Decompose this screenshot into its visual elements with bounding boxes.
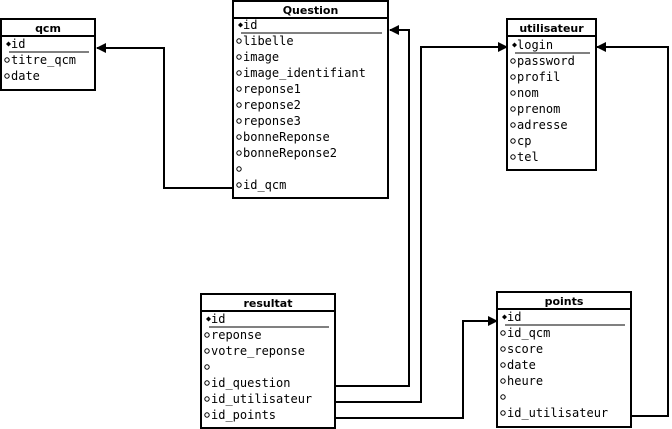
primary-key-icon <box>206 316 211 322</box>
field-bullet-icon <box>500 410 506 416</box>
question-field-reponse2: reponse2 <box>243 98 301 112</box>
field-bullet-icon <box>510 122 516 128</box>
relation-resultat-utilisateur <box>336 42 508 403</box>
points-field-id: id <box>507 310 521 324</box>
question-field-bonnereponse: bonneReponse <box>243 130 330 144</box>
field-bullet-icon <box>236 86 242 92</box>
utilisateur-field-password: password <box>517 54 575 68</box>
points-field-score: score <box>507 342 543 356</box>
field-bullet-icon <box>236 102 242 108</box>
utilisateur-table-title: utilisateur <box>519 22 584 35</box>
field-bullet-icon <box>236 150 242 156</box>
points-field-heure: heure <box>507 374 543 388</box>
resultat-field-votre-reponse: votre_reponse <box>211 344 305 358</box>
field-bullet-icon <box>500 394 506 400</box>
question-field-libelle: libelle <box>243 34 294 48</box>
relation-points-utilisateur <box>596 42 669 417</box>
field-bullet-icon <box>236 182 242 188</box>
field-bullet-icon <box>4 57 10 63</box>
field-bullet-icon <box>500 362 506 368</box>
field-bullet-icon <box>204 412 210 418</box>
primary-key-icon <box>502 314 507 320</box>
points-table-title: points <box>545 295 584 308</box>
utilisateur-field-profil: profil <box>517 70 560 84</box>
field-bullet-icon <box>510 74 516 80</box>
table-resultat: resultat id reponse votre_reponse id_questio… <box>200 293 336 429</box>
points-field-date: date <box>507 358 536 372</box>
resultat-field-reponse: reponse <box>211 328 262 342</box>
resultat-table-box <box>200 293 336 429</box>
primary-key-icon <box>512 42 517 48</box>
field-bullet-icon <box>510 154 516 160</box>
relation-question-qcm <box>96 43 233 189</box>
points-table-box <box>496 291 632 428</box>
field-bullet-icon <box>500 330 506 336</box>
field-bullet-icon <box>204 348 210 354</box>
utilisateur-field-prenom: prenom <box>517 102 560 116</box>
field-bullet-icon <box>204 364 210 370</box>
qcm-table-title: qcm <box>35 22 61 35</box>
field-bullet-icon <box>236 54 242 60</box>
resultat-field-id: id <box>211 312 225 326</box>
utilisateur-table-box <box>506 18 597 171</box>
relation-resultat-points <box>336 316 498 419</box>
utilisateur-field-cp: cp <box>517 134 531 148</box>
field-bullet-icon <box>236 134 242 140</box>
question-field-image-identifiant: image_identifiant <box>243 66 366 80</box>
qcm-table-box <box>0 18 96 91</box>
field-bullet-icon <box>236 38 242 44</box>
field-bullet-icon <box>236 118 242 124</box>
qcm-field-titre-qcm: titre_qcm <box>11 53 76 67</box>
resultat-field-id-utilisateur: id_utilisateur <box>211 392 312 406</box>
field-bullet-icon <box>510 138 516 144</box>
field-bullet-icon <box>510 58 516 64</box>
table-question: Question id libelle image image_identifiantr… <box>232 0 389 199</box>
relation-resultat-question <box>336 25 410 387</box>
question-field-id-qcm: id_qcm <box>243 178 286 192</box>
field-bullet-icon <box>4 73 10 79</box>
question-field-bonnereponse2: bonneReponse2 <box>243 146 337 160</box>
field-bullet-icon <box>510 90 516 96</box>
question-field-reponse1: reponse1 <box>243 82 301 96</box>
field-bullet-icon <box>204 396 210 402</box>
field-bullet-icon <box>204 380 210 386</box>
qcm-field-id: id <box>11 37 25 51</box>
field-bullet-icon <box>236 70 242 76</box>
resultat-field-id-question: id_question <box>211 376 290 390</box>
field-bullet-icon <box>510 106 516 112</box>
primary-key-icon <box>6 41 11 47</box>
field-bullet-icon <box>204 332 210 338</box>
qcm-field-date: date <box>11 69 40 83</box>
primary-key-icon <box>238 22 243 28</box>
question-table-title: Question <box>283 4 339 17</box>
field-bullet-icon <box>500 378 506 384</box>
utilisateur-field-nom: nom <box>517 86 539 100</box>
points-field-id-qcm: id_qcm <box>507 326 550 340</box>
resultat-field-id-points: id_points <box>211 408 276 422</box>
question-field-reponse3: reponse3 <box>243 114 301 128</box>
relation-connectors <box>96 25 669 419</box>
resultat-table-title: resultat <box>244 297 293 310</box>
utilisateur-field-adresse: adresse <box>517 118 568 132</box>
question-field-image: image <box>243 50 279 64</box>
utilisateur-field-login: login <box>517 38 553 52</box>
field-bullet-icon <box>236 166 242 172</box>
field-bullet-icon <box>500 346 506 352</box>
question-field-id: id <box>243 18 257 32</box>
utilisateur-field-tel: tel <box>517 150 539 164</box>
table-utilisateur: utilisateur login password profil nom prenom a… <box>506 18 597 171</box>
question-table-box <box>232 0 389 199</box>
points-field-id-utilisateur: id_utilisateur <box>507 406 608 420</box>
